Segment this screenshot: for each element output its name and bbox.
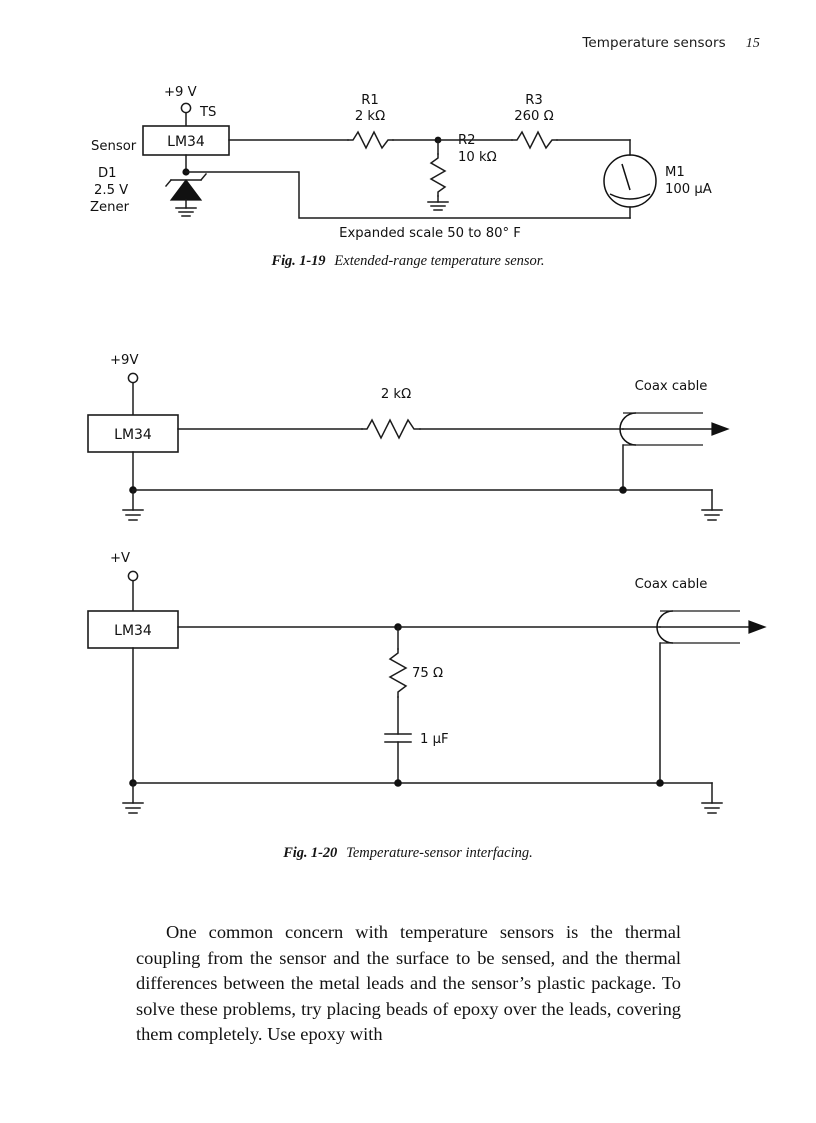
ground-symbol-d1 — [175, 207, 197, 217]
figure-1-19: +9 V TS Sensor LM34 R1 2 kΩ — [0, 72, 816, 282]
lm34-label-circuit-a: LM34 — [114, 427, 152, 443]
junction-dot-cap-gnd-b — [394, 779, 402, 787]
capacitor-value-circuit-b: 1 µF — [420, 732, 449, 747]
r1-resistor-symbol — [347, 130, 394, 150]
supply-label-circuit-a: +9V — [110, 353, 138, 368]
supply-terminal-circuit-b — [127, 570, 139, 582]
ground-symbol-r2 — [427, 201, 449, 211]
meter-m1-symbol — [603, 154, 657, 208]
expanded-scale-note: Expanded scale 50 to 80° F — [339, 226, 521, 241]
d1-name: D1 — [98, 166, 117, 181]
supply-terminal-fig119 — [180, 102, 192, 114]
caption-fig-1-19: Fig. 1-19 Extended-range temperature sens… — [0, 253, 816, 270]
supply-label-circuit-b: +V — [110, 551, 130, 566]
r3-resistor-symbol — [511, 130, 558, 150]
junction-dot-gnd-right-b — [656, 779, 664, 787]
lm34-label-circuit-b: LM34 — [114, 623, 152, 639]
r3-value: 260 Ω — [514, 109, 553, 124]
resistor-value-circuit-b: 75 Ω — [412, 666, 443, 681]
junction-dot-gnd-right-a — [619, 486, 627, 494]
ground-symbol-left-a — [122, 509, 144, 521]
page-header: Temperature sensors 15 — [582, 35, 760, 52]
caption-title-1-19: Extended-range temperature sensor. — [334, 253, 545, 269]
return-wire-fig119 — [185, 171, 631, 219]
lm34-label-fig119: LM34 — [167, 134, 205, 150]
coax-cable-icon-b — [656, 610, 767, 644]
page-number: 15 — [745, 36, 760, 51]
circuit-diagram-extended-range-sensor: +9 V TS Sensor LM34 R1 2 kΩ — [90, 85, 712, 241]
resistor-value-circuit-a: 2 kΩ — [381, 387, 411, 402]
coax-cable-icon-a — [619, 412, 730, 446]
ground-symbol-left-b — [122, 802, 144, 814]
caption-title-1-20: Temperature-sensor interfacing. — [346, 845, 533, 861]
d1-value: 2.5 V — [94, 183, 128, 198]
supply-label-fig119: +9 V — [164, 85, 197, 100]
r2-value: 10 kΩ — [458, 150, 497, 165]
resistor-symbol-circuit-b — [388, 648, 408, 698]
r2-resistor-symbol — [429, 153, 447, 197]
running-title: Temperature sensors — [582, 35, 726, 51]
caption-number-1-20: Fig. 1-20 — [283, 845, 338, 861]
caption-fig-1-20: Fig. 1-20 Temperature-sensor interfacing. — [0, 845, 816, 862]
m1-value: 100 µA — [665, 182, 712, 197]
figure-1-20: +9V LM34 2 kΩ Coax cable — [0, 340, 816, 880]
d1-type: Zener — [90, 200, 130, 215]
r3-name: R3 — [525, 93, 543, 108]
caption-number-1-19: Fig. 1-19 — [271, 253, 326, 269]
m1-name: M1 — [665, 165, 685, 180]
ground-symbol-right-a — [701, 509, 723, 521]
capacitor-symbol-circuit-b — [384, 733, 412, 743]
sensor-label: Sensor — [91, 139, 137, 154]
ts-label: TS — [199, 105, 216, 120]
coax-label-circuit-a: Coax cable — [635, 379, 708, 394]
body-paragraph: One common concern with temperature sens… — [136, 922, 681, 1045]
zener-diode-d1-symbol — [164, 172, 208, 209]
resistor-symbol-circuit-a — [361, 418, 421, 440]
ground-symbol-right-b — [701, 802, 723, 814]
r1-value: 2 kΩ — [355, 109, 385, 124]
lm34-box-circuit-a — [87, 414, 179, 453]
circuit-diagram-sensor-interfacing: +9V LM34 2 kΩ Coax cable — [87, 353, 767, 814]
lm34-box-circuit-b — [87, 610, 179, 649]
coax-label-circuit-b: Coax cable — [635, 577, 708, 592]
supply-terminal-circuit-a — [127, 372, 139, 384]
r1-name: R1 — [361, 93, 379, 108]
